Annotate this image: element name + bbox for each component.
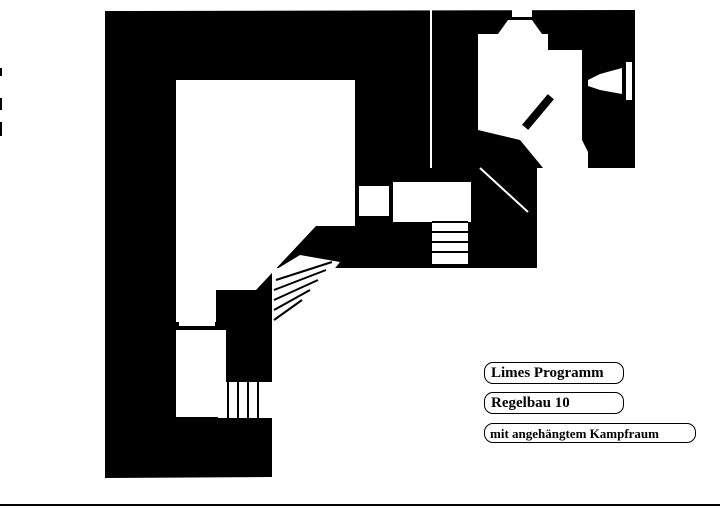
program-label: Limes Programm: [484, 362, 624, 384]
entrance-room-small: [179, 291, 215, 326]
combat-room-bar: [522, 94, 554, 130]
stairs-right-steps: [432, 221, 468, 253]
side-room-small: [359, 186, 389, 216]
edge-mark: [0, 122, 2, 136]
main-room: [176, 80, 355, 322]
combat-room-frame: [430, 10, 432, 168]
combat-passage-line: [479, 167, 529, 213]
model-label: Regelbau 10: [484, 392, 624, 414]
stairs-lower: [218, 382, 272, 418]
description-label: mit angehängtem Kampfraum: [484, 423, 696, 443]
stairs-right: [432, 212, 468, 264]
bottom-rule: [0, 504, 720, 506]
embrasure-top: [512, 9, 532, 17]
edge-mark: [0, 68, 2, 76]
embrasure-slot: [626, 62, 632, 100]
embrasure-right: [588, 68, 622, 94]
lower-room: [176, 330, 226, 417]
stairs-diagonal-steps: [273, 261, 333, 321]
combat-room: [478, 20, 588, 174]
stairs-lower-steps: [227, 382, 259, 418]
edge-mark: [0, 98, 2, 110]
